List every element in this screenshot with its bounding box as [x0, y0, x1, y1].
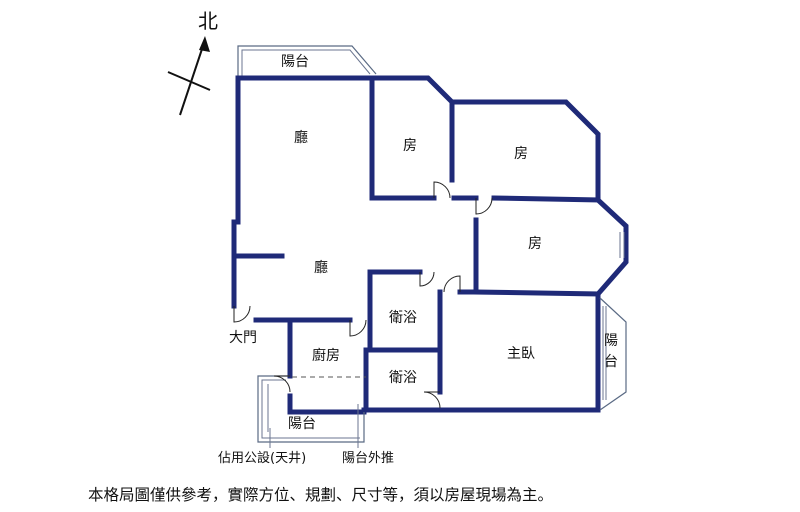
room2-label: 房 [514, 146, 528, 162]
right-balcony-label: 陽 台 [604, 333, 618, 370]
svg-text:陽: 陽 [604, 333, 618, 349]
bay-window [619, 232, 625, 258]
public-area-annotation: 佔用公設(天井) [218, 450, 306, 466]
door-swings [233, 181, 493, 409]
living-room-label: 廳 [294, 129, 308, 146]
entrance-label: 大門 [229, 330, 257, 346]
svg-text:台: 台 [604, 354, 618, 370]
kitchen-label: 廚房 [312, 347, 340, 364]
master-bedroom-label: 主臥 [507, 346, 535, 362]
north-label: 北 [198, 9, 218, 33]
bottom-balcony-label: 陽台 [288, 416, 316, 432]
walls [231, 75, 629, 415]
room3-label: 房 [528, 236, 542, 252]
top-balcony-label: 陽台 [281, 54, 309, 70]
north-arrow-icon [167, 36, 211, 116]
dining-room-label: 廳 [314, 259, 328, 276]
disclaimer-text: 本格局圖僅供參考，實際方位、規劃、尺寸等，須以房屋現場為主。 [88, 485, 553, 504]
room1-label: 房 [403, 138, 417, 154]
bath1-label: 衛浴 [389, 310, 417, 326]
bottom-balcony-outline [257, 375, 366, 443]
balcony-out-annotation: 陽台外推 [342, 451, 394, 466]
right-balcony-outline [599, 297, 627, 411]
bath2-label: 衛浴 [389, 370, 417, 386]
